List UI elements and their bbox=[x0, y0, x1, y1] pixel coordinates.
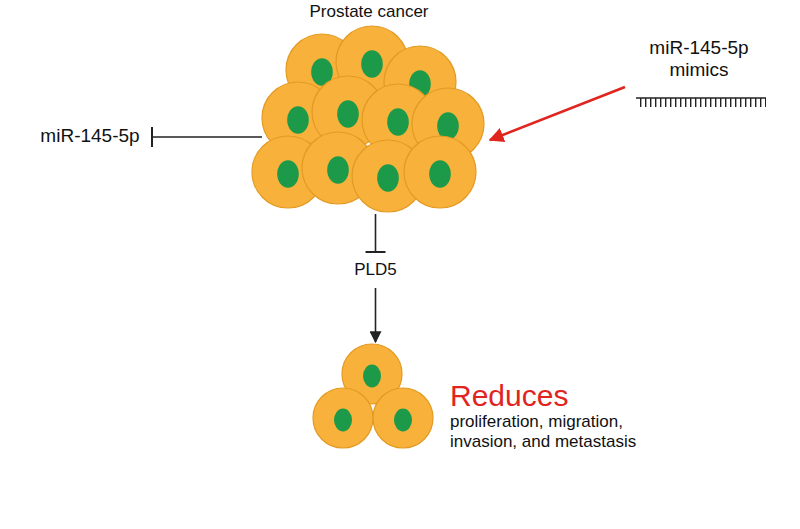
cell-nucleus bbox=[429, 160, 451, 187]
reduced-cell-cluster: Reducesproliferation, migration, invasio… bbox=[308, 340, 708, 452]
tumor-cell-cluster: Prostate cancer bbox=[248, 2, 490, 216]
cell-nucleus bbox=[277, 160, 299, 187]
cell-nucleus bbox=[327, 156, 349, 183]
node-heading: Reduces bbox=[450, 380, 690, 412]
cell-nucleus bbox=[334, 409, 352, 432]
cell bbox=[373, 388, 433, 448]
gene-label: PLD5 bbox=[350, 258, 401, 284]
cell-nucleus bbox=[337, 100, 359, 127]
node-heading: Prostate cancer bbox=[248, 2, 490, 22]
cell-body bbox=[404, 136, 476, 208]
text-group: PLD5 bbox=[350, 258, 401, 282]
cell-nucleus bbox=[361, 50, 383, 77]
inhibition-line bbox=[152, 136, 262, 138]
node-body: proliferation, migration, invasion, and … bbox=[450, 412, 690, 453]
cell-body bbox=[373, 388, 433, 448]
cell bbox=[404, 136, 476, 208]
node-heading: miR-145-5p bbox=[39, 125, 141, 147]
node-heading: miR-145-5p mimics bbox=[634, 37, 764, 81]
mirna-label: miR-145-5p bbox=[36, 123, 144, 151]
mimics-label: miR-145-5p mimics bbox=[631, 35, 769, 85]
text-group: miR-145-5p mimics bbox=[631, 35, 767, 83]
cell-body bbox=[313, 388, 373, 448]
cell-illustration bbox=[248, 2, 490, 216]
text-group: Reducesproliferation, migration, invasio… bbox=[450, 380, 690, 452]
cell-nucleus bbox=[387, 108, 409, 135]
activation-arrow bbox=[375, 288, 377, 342]
node-heading: PLD5 bbox=[353, 260, 398, 280]
text-group: Prostate cancer bbox=[248, 2, 490, 22]
cell-nucleus bbox=[394, 409, 412, 432]
rna-strand-bases bbox=[637, 98, 766, 107]
text-group: miR-145-5p bbox=[36, 123, 144, 149]
cell-nucleus bbox=[363, 365, 381, 388]
cell-nucleus bbox=[287, 106, 309, 133]
cell bbox=[313, 388, 373, 448]
cell-nucleus bbox=[377, 164, 399, 191]
delivery-arrow bbox=[490, 87, 625, 140]
inhibition-line bbox=[375, 214, 377, 252]
